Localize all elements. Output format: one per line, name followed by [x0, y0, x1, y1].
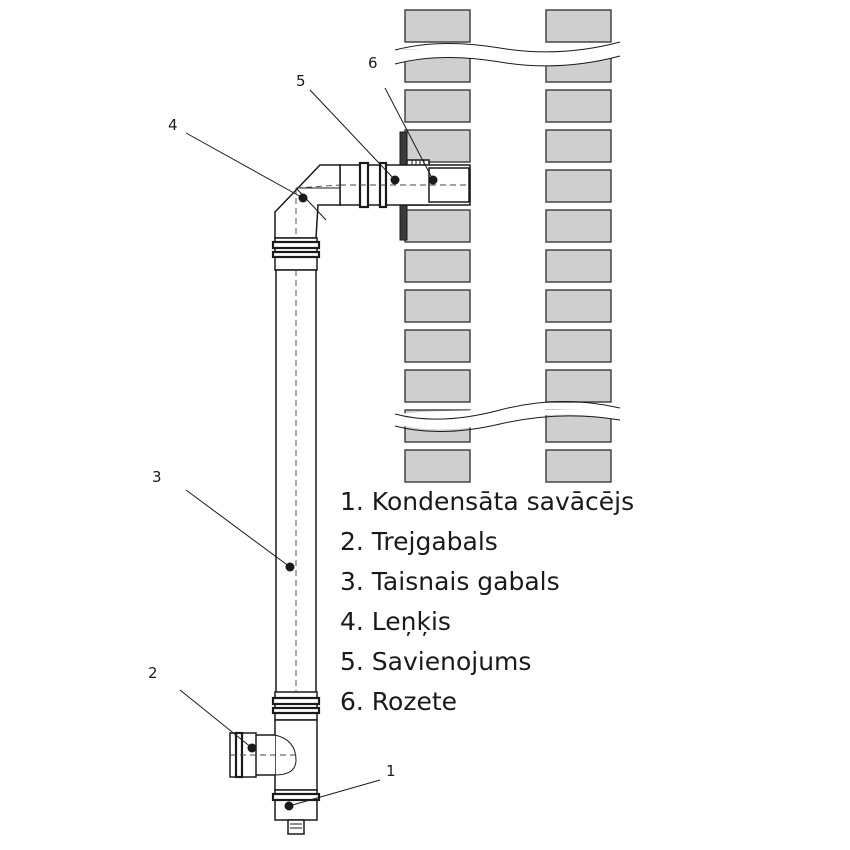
brick	[404, 249, 471, 283]
brick	[404, 9, 471, 43]
brick	[545, 89, 612, 123]
legend-item-3: 3. Taisnais gabals	[340, 567, 560, 596]
brick	[545, 129, 612, 163]
legend-item-6: 6. Rozete	[340, 687, 458, 716]
brick	[404, 369, 471, 403]
straight-pipe	[275, 269, 317, 699]
condensate-collector	[271, 789, 321, 835]
legend-item-4: 4. Leņķis	[340, 607, 451, 636]
legend-item-5: 5. Savienojums	[340, 647, 532, 676]
brick	[404, 449, 471, 483]
brick	[404, 89, 471, 123]
leader-line-2	[179, 689, 253, 749]
wall-break-lines	[394, 41, 621, 433]
brick	[545, 9, 612, 43]
callout-number-2: 2	[148, 664, 158, 682]
brick	[404, 209, 471, 243]
brick	[545, 369, 612, 403]
brick	[545, 169, 612, 203]
legend-item-2: 2. Trejgabals	[340, 527, 498, 556]
brick	[404, 129, 471, 163]
leader-line-1	[288, 779, 381, 807]
parts-legend: 1. Kondensāta savācējs 2. Trejgabals 3. …	[340, 482, 634, 722]
leader-line-5	[309, 89, 396, 181]
brick	[545, 449, 612, 483]
callout-number-5: 5	[296, 72, 306, 90]
tee-piece	[229, 719, 318, 791]
leader-line-6	[384, 87, 434, 181]
brick	[404, 329, 471, 363]
brick	[545, 249, 612, 283]
callout-number-1: 1	[386, 762, 396, 780]
horizontal-pipe	[339, 161, 471, 209]
upper-coupling	[271, 237, 321, 271]
brick	[404, 289, 471, 323]
elbow	[274, 164, 341, 239]
callout-number-4: 4	[168, 116, 178, 134]
brick	[545, 329, 612, 363]
leader-line-4	[185, 132, 304, 199]
brick	[545, 289, 612, 323]
callout-number-3: 3	[152, 468, 162, 486]
leader-line-3	[185, 489, 291, 568]
callout-number-6: 6	[368, 54, 378, 72]
brick	[545, 209, 612, 243]
lower-coupling	[271, 691, 321, 721]
legend-item-1: 1. Kondensāta savācējs	[340, 487, 635, 516]
